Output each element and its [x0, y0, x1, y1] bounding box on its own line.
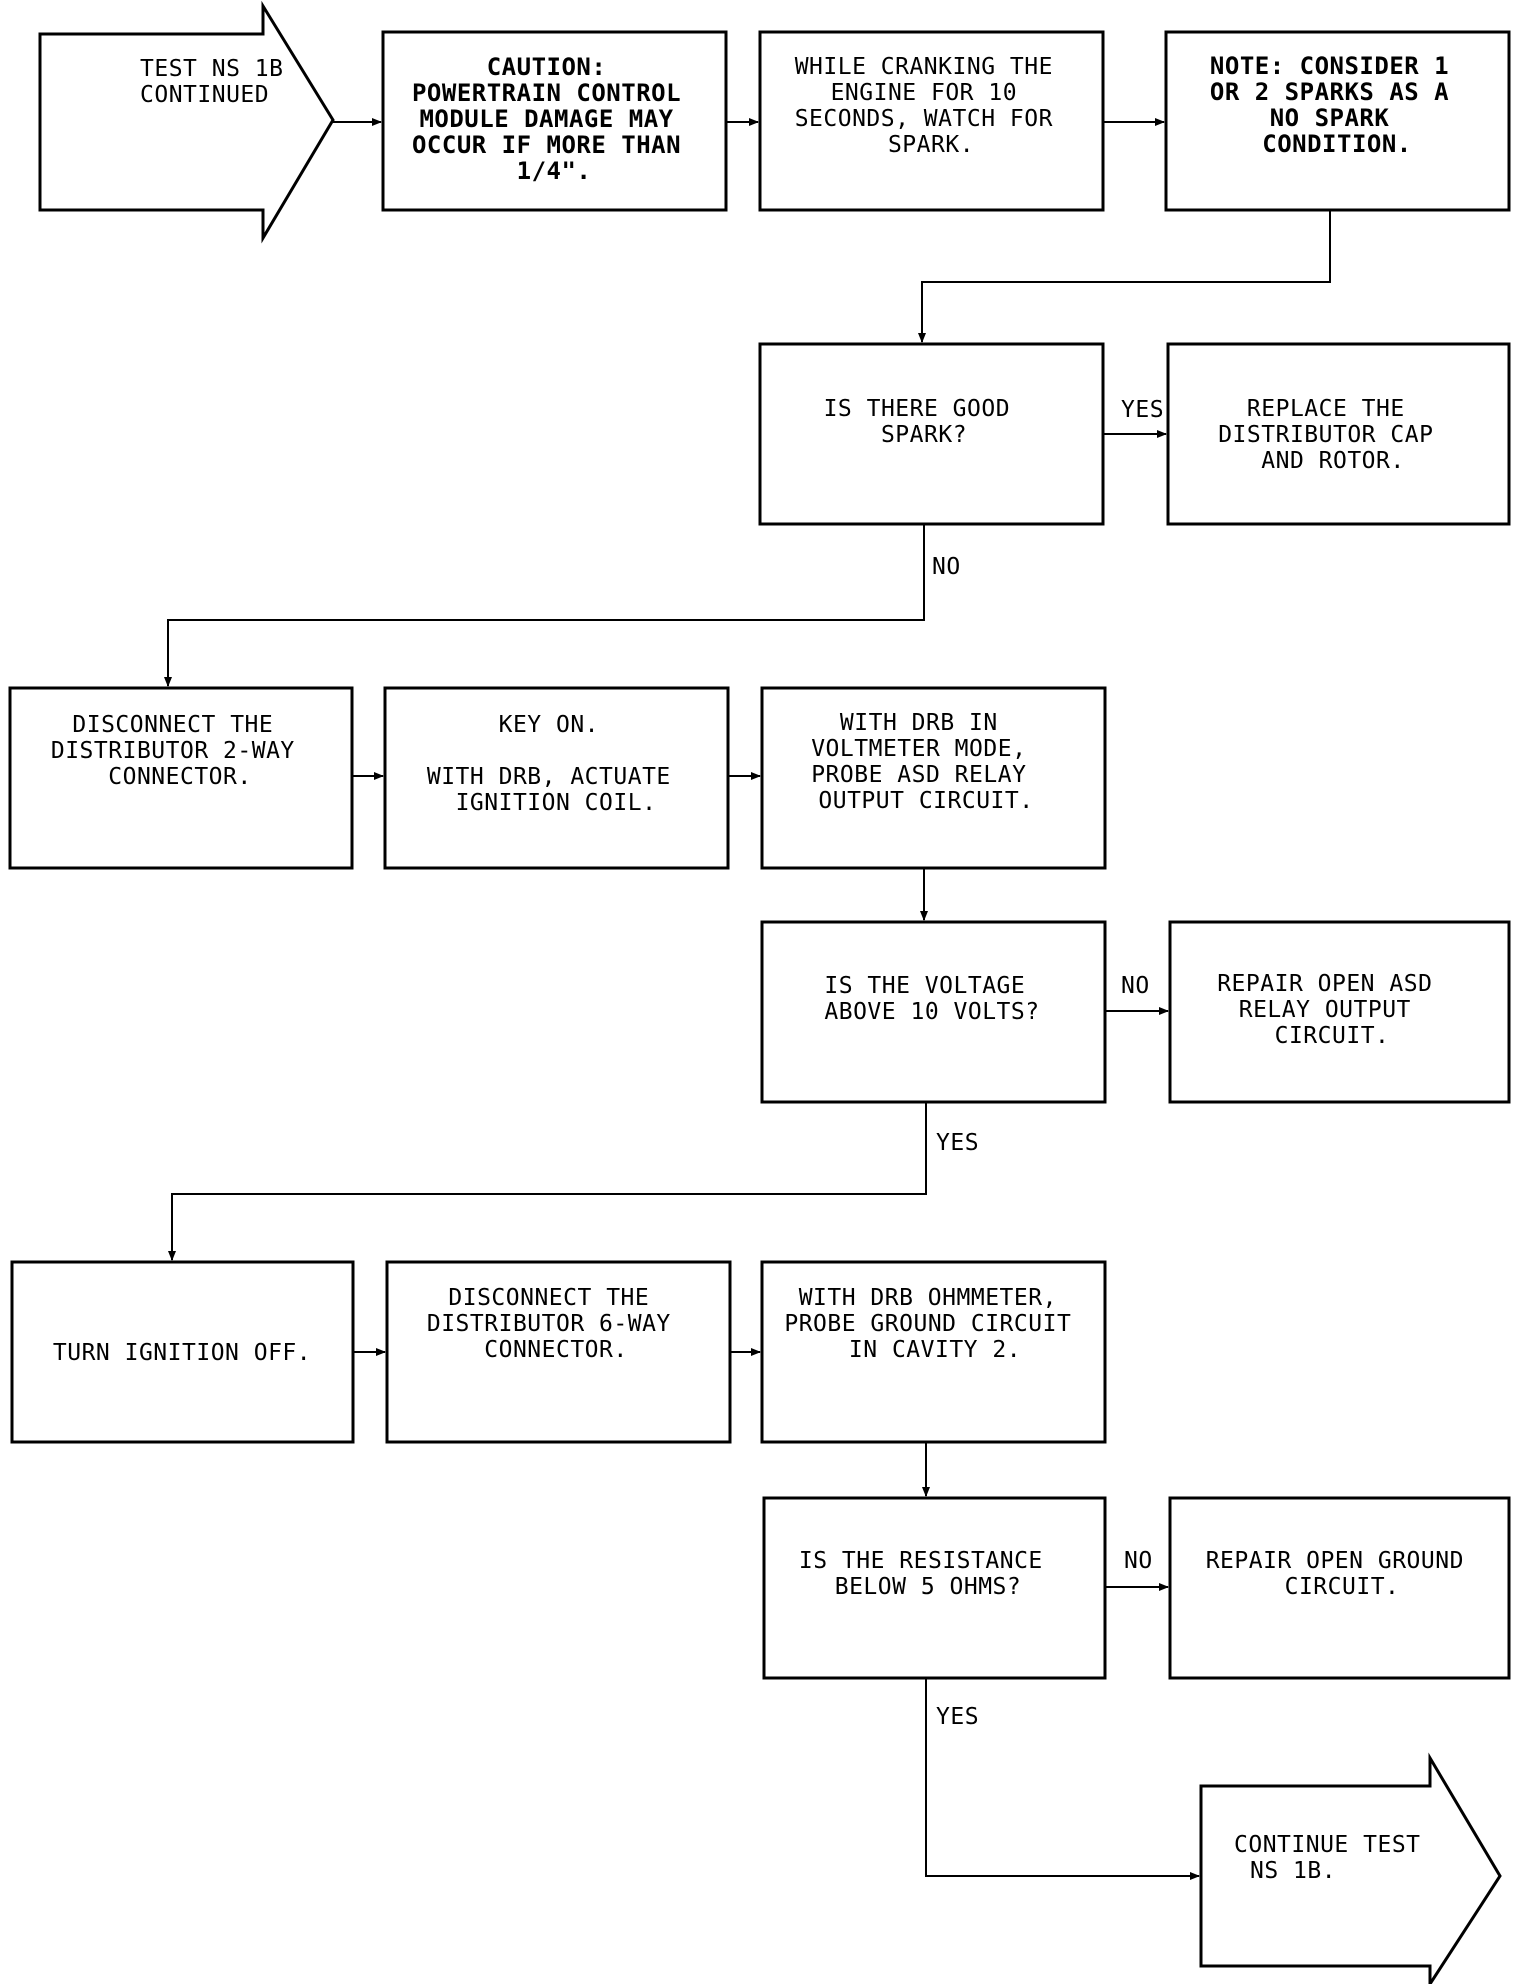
note-text: NOTE: CONSIDER 1 OR 2 SPARKS AS A NO SPA…: [1210, 52, 1464, 158]
note-box: [1164, 30, 1511, 212]
crank-text: WHILE CRANKING THE ENGINE FOR 10 SECONDS…: [795, 54, 1068, 158]
good-spark-text: IS THERE GOOD SPARK?: [824, 396, 1025, 448]
label-yes-spark: YES: [1121, 397, 1164, 423]
resistance-question-box: [762, 1496, 1107, 1680]
repair-ground-box: [1168, 1496, 1511, 1680]
arrow-note-spark: [918, 210, 1331, 343]
end-text: CONTINUE TEST NS 1B.: [1234, 1832, 1435, 1884]
start-arrow-shape: [38, 0, 335, 244]
start-text: TEST NS 1B CONTINUED: [140, 56, 298, 108]
voltmeter-box: [760, 686, 1107, 870]
disconnect-6way-text: DISCONNECT THE DISTRIBUTOR 6-WAY CONNECT…: [427, 1285, 685, 1363]
replace-cap-text: REPLACE THE DISTRIBUTOR CAP AND ROTOR.: [1218, 396, 1448, 474]
disconnect-2way-box: [8, 686, 354, 870]
turn-off-box: [10, 1260, 355, 1444]
arrow-spark-no: [164, 524, 925, 687]
label-no-voltage: NO: [1121, 973, 1150, 999]
resistance-question-text: IS THE RESISTANCE BELOW 5 OHMS?: [799, 1548, 1057, 1600]
caution-box: [381, 30, 728, 212]
label-yes-voltage: YES: [936, 1130, 979, 1156]
voltage-question-text: IS THE VOLTAGE ABOVE 10 VOLTS?: [824, 973, 1039, 1025]
end-arrow-shape: [1199, 1752, 1502, 1984]
repair-ground-text: REPAIR OPEN GROUND CIRCUIT.: [1206, 1548, 1479, 1600]
repair-asd-box: [1168, 920, 1511, 1104]
arrow-voltage-yes: [168, 1102, 927, 1261]
key-on-text: KEY ON. WITH DRB, ACTUATE IGNITION COIL.: [427, 712, 685, 816]
replace-cap-box: [1166, 342, 1511, 526]
arrow-resistance-yes: [925, 1678, 1200, 1880]
label-no-spark: NO: [932, 554, 961, 580]
key-on-box: [383, 686, 730, 870]
label-no-resistance: NO: [1124, 1548, 1153, 1574]
ohmmeter-text: WITH DRB OHMMETER, PROBE GROUND CIRCUIT …: [784, 1285, 1085, 1363]
repair-asd-text: REPAIR OPEN ASD RELAY OUTPUT CIRCUIT.: [1217, 971, 1447, 1049]
voltmeter-text: WITH DRB IN VOLTMETER MODE, PROBE ASD RE…: [811, 710, 1041, 814]
turn-off-text: TURN IGNITION OFF.: [53, 1340, 311, 1366]
good-spark-box: [758, 342, 1105, 526]
label-yes-resistance: YES: [936, 1704, 979, 1730]
ohmmeter-box: [760, 1260, 1107, 1444]
disconnect-2way-text: DISCONNECT THE DISTRIBUTOR 2-WAY CONNECT…: [51, 712, 309, 790]
caution-text: CAUTION: POWERTRAIN CONTROL MODULE DAMAG…: [412, 53, 696, 185]
